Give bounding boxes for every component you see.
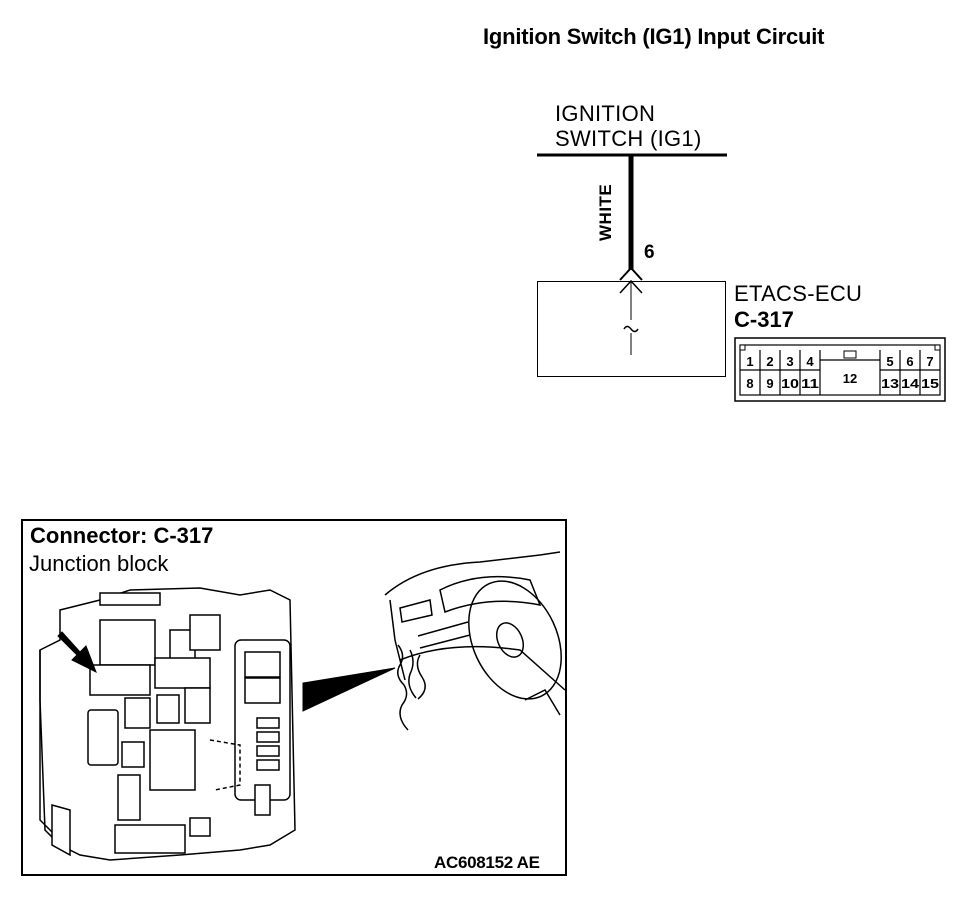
- jb-side-fuse-3: [256, 745, 280, 757]
- callout-wedge: [302, 667, 396, 712]
- steering-hub: [495, 622, 525, 658]
- dash-top-edge: [384, 551, 561, 596]
- jb-block-i: [189, 817, 211, 837]
- connector-latch-left: [739, 344, 746, 351]
- jb-block-f: [121, 741, 145, 768]
- jb-relay-1: [99, 619, 156, 666]
- ignition-switch-label-line2: SWITCH (IG1): [555, 126, 702, 151]
- wiring-harness: [397, 644, 426, 731]
- pin-2: 2: [766, 354, 773, 369]
- jb-block-b: [124, 697, 151, 729]
- jb-bracket-right: [254, 784, 271, 816]
- jb-c317-socket: [89, 664, 151, 696]
- ecu-connector-label: C-317: [734, 307, 794, 332]
- jb-side-relay-2: [244, 677, 281, 704]
- reference-code: AC608152 AE: [434, 853, 540, 872]
- steering-wheel: [468, 580, 562, 700]
- pin-12: 12: [843, 371, 857, 386]
- pedal-area: [524, 689, 561, 716]
- inset-title: Connector: C-317: [30, 523, 214, 548]
- jb-block-h: [114, 824, 186, 854]
- jb-block-e: [149, 729, 196, 791]
- jb-relay-3: [189, 614, 221, 651]
- ignition-switch-label-line1: IGNITION: [555, 101, 656, 126]
- internal-wire-break: [623, 325, 639, 333]
- ignition-switch-label: IGNITION SWITCH (IG1): [555, 101, 702, 151]
- jb-dashed-outline: [209, 739, 241, 791]
- jb-bracket-left: [51, 804, 71, 857]
- pin-9: 9: [766, 376, 773, 391]
- jb-block-a: [87, 709, 119, 766]
- connector-face-c317: 1 2 3 4 5 6 7 8 9 10 11 12 13 14 15: [734, 337, 946, 402]
- junction-block-side: [39, 650, 56, 836]
- pin-11: 11: [801, 376, 819, 391]
- connector-key: [843, 350, 857, 359]
- pin-14: 14: [901, 376, 920, 391]
- jb-mount-top: [99, 592, 161, 606]
- pointer-arrow-icon: [57, 631, 97, 674]
- pin-15: 15: [921, 376, 939, 391]
- pin-7: 7: [926, 354, 933, 369]
- dash-panel-edge: [389, 599, 406, 681]
- jb-block-g: [117, 774, 141, 821]
- steering-column: [417, 621, 471, 649]
- jb-fuse-block: [154, 657, 211, 689]
- pin-1: 1: [746, 354, 753, 369]
- jb-block-d: [184, 687, 211, 724]
- pin-13: 13: [881, 376, 899, 391]
- inset-subtitle: Junction block: [29, 551, 169, 576]
- dashboard-illustration: [384, 551, 566, 731]
- connector-symbol-top: [619, 266, 643, 281]
- jb-side-fuse-1: [256, 717, 280, 729]
- dash-vent: [399, 599, 433, 623]
- jb-side-fuse-4: [256, 759, 280, 771]
- pin-5: 5: [886, 354, 893, 369]
- pin-10: 10: [781, 376, 799, 391]
- jb-block-c: [156, 694, 180, 724]
- pin-8: 8: [746, 376, 753, 391]
- ecu-name-label: ETACS-ECU: [734, 281, 863, 306]
- jb-side-fuse-2: [256, 731, 280, 743]
- pin-6: 6: [906, 354, 913, 369]
- jb-side-relay-1: [244, 651, 281, 678]
- meter-cluster: [439, 575, 542, 614]
- diagram-title: Ignition Switch (IG1) Input Circuit: [483, 24, 825, 49]
- pin-3: 3: [786, 354, 793, 369]
- pin-number-label: 6: [644, 242, 655, 263]
- junction-block-illustration: [39, 587, 296, 861]
- pin-4: 4: [806, 354, 814, 369]
- connector-latch-right: [934, 344, 941, 351]
